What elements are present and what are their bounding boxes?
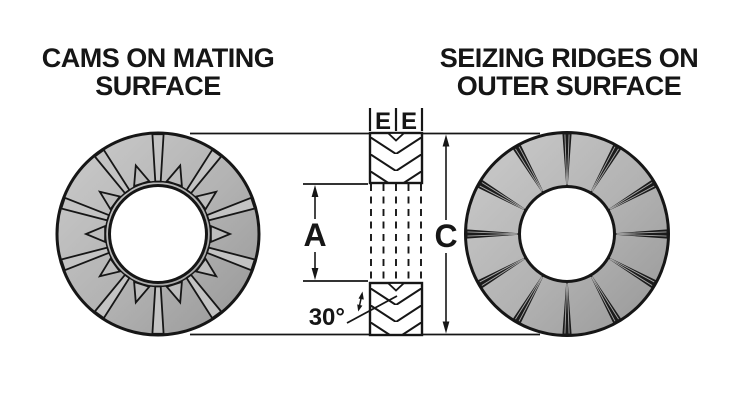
cam-angle-arrow-bottom: [357, 304, 363, 312]
seizing-ridge-groove: [616, 231, 667, 235]
seizing-ridge-groove: [609, 182, 653, 210]
seizing-ridge: [562, 133, 572, 187]
thickness-label-left: E: [375, 108, 391, 135]
cam-angle-arrow-top: [358, 291, 364, 300]
outer-diameter-label: C: [434, 218, 457, 254]
section-top-cam-notch: [385, 132, 407, 142]
right-washer-face-view: [464, 131, 670, 337]
dim-a-arrow-down: [311, 268, 319, 280]
seizing-ridge-groove: [467, 233, 518, 237]
dim-c-arrow-down: [442, 321, 450, 334]
seizing-ridge-groove: [515, 276, 543, 320]
seizing-ridge-groove: [591, 276, 619, 320]
left-title-line1: CAMS ON MATING: [41, 43, 275, 73]
outer-diameter-dimension: C: [434, 134, 458, 334]
seizing-ridge-groove: [591, 276, 616, 322]
seizing-ridge-groove: [566, 283, 570, 334]
thickness-dimension: E E: [368, 108, 424, 135]
right-title-line1: SEIZING RIDGES ON: [439, 43, 699, 73]
seizing-ridge-groove: [564, 283, 568, 334]
right-washer-title: SEIZING RIDGES ON OUTER SURFACE: [409, 44, 729, 100]
seizing-ridge-groove: [591, 146, 616, 192]
projection-lines: [190, 132, 540, 336]
seizing-ridge-groove: [481, 182, 525, 210]
left-washer-face-view: [55, 131, 261, 337]
seizing-ridge-groove: [591, 148, 619, 192]
left-washer-bore: [108, 184, 208, 284]
seizing-ridge-groove: [609, 185, 655, 210]
inner-diameter-dimension: A: [303, 183, 368, 282]
seizing-ridge-groove: [479, 258, 525, 283]
left-title-line2: SURFACE: [95, 71, 221, 101]
cam-angle-label: 30°: [309, 304, 345, 331]
cam-segment-land: [151, 133, 165, 183]
seizing-ridge-groove: [566, 134, 570, 185]
cam-segment-land: [151, 285, 165, 335]
right-washer-bore: [518, 185, 616, 283]
seizing-ridge-groove: [609, 258, 655, 283]
cross-section-view: [368, 131, 424, 337]
seizing-ridge-groove: [564, 134, 568, 185]
seizing-ridge: [466, 229, 520, 239]
seizing-ridge-groove: [518, 146, 543, 192]
seizing-ridge-groove: [479, 185, 525, 210]
dim-a-arrow-up: [311, 185, 319, 197]
seizing-ridge-groove: [609, 258, 653, 286]
seizing-ridge-groove: [616, 233, 667, 237]
seizing-ridge: [614, 229, 668, 239]
dim-c-arrow-up: [442, 134, 450, 147]
seizing-ridge-groove: [515, 148, 543, 192]
seizing-ridge: [562, 281, 572, 335]
thickness-label-right: E: [401, 108, 417, 135]
seizing-ridge-groove: [481, 258, 525, 286]
cam-angle-leader-line: [346, 295, 398, 324]
hidden-lines: [370, 184, 422, 282]
right-title-line2: OUTER SURFACE: [456, 71, 682, 101]
inner-diameter-label: A: [303, 217, 326, 253]
seizing-ridge-groove: [467, 231, 518, 235]
section-bottom-cam-notch: [385, 282, 407, 292]
left-washer-inner-rim: [104, 180, 212, 288]
cam-angle-callout: 30°: [309, 291, 398, 331]
left-washer-title: CAMS ON MATING SURFACE: [8, 44, 308, 100]
seizing-ridge-groove: [518, 276, 543, 322]
